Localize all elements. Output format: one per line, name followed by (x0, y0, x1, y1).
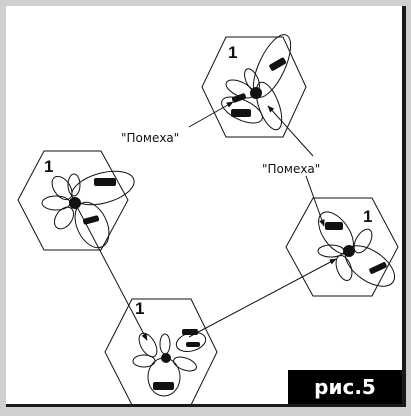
cell-top-hexagon (201, 36, 307, 138)
vehicle-top-3 (231, 93, 247, 103)
cell-top-label: 1 (228, 43, 237, 62)
vehicle-bottom-1 (182, 329, 198, 335)
cell-bottom-label: 1 (135, 299, 144, 318)
interference-right-arrow (267, 105, 314, 157)
cell-right-label: 1 (363, 207, 372, 226)
vehicle-right-2 (369, 262, 387, 274)
vehicle-right-1 (325, 222, 343, 230)
cell-left-hexagon (17, 150, 129, 251)
interference-right-pointer (305, 175, 325, 227)
base-station-right (343, 245, 355, 257)
base-station-top (250, 87, 262, 99)
vehicle-top-2 (231, 109, 251, 117)
interference-left-arrow (188, 101, 234, 128)
link-left-bottom (74, 202, 148, 341)
vehicle-left-1 (94, 178, 116, 186)
antenna-pattern-left (41, 170, 135, 249)
cell-bottom-hexagon (104, 298, 218, 406)
link-bottom-right (188, 258, 337, 338)
diagram-svg: 1 1 1 1 (17, 34, 399, 406)
figure-caption: рис.5 (288, 370, 402, 404)
base-station-bottom (161, 353, 171, 363)
interference-label-left: "Помеха" (121, 131, 179, 145)
interference-label-right: "Помеха" (262, 162, 320, 176)
vehicle-top-1 (269, 57, 287, 71)
vehicle-bottom-2 (186, 342, 200, 347)
vehicle-left-2 (82, 215, 100, 225)
antenna-pattern-right (317, 211, 395, 287)
diagram-canvas: 1 1 1 1 (6, 6, 406, 407)
vehicle-bottom-3 (153, 382, 174, 390)
cell-right-hexagon (285, 197, 399, 297)
cell-left-label: 1 (44, 157, 53, 176)
